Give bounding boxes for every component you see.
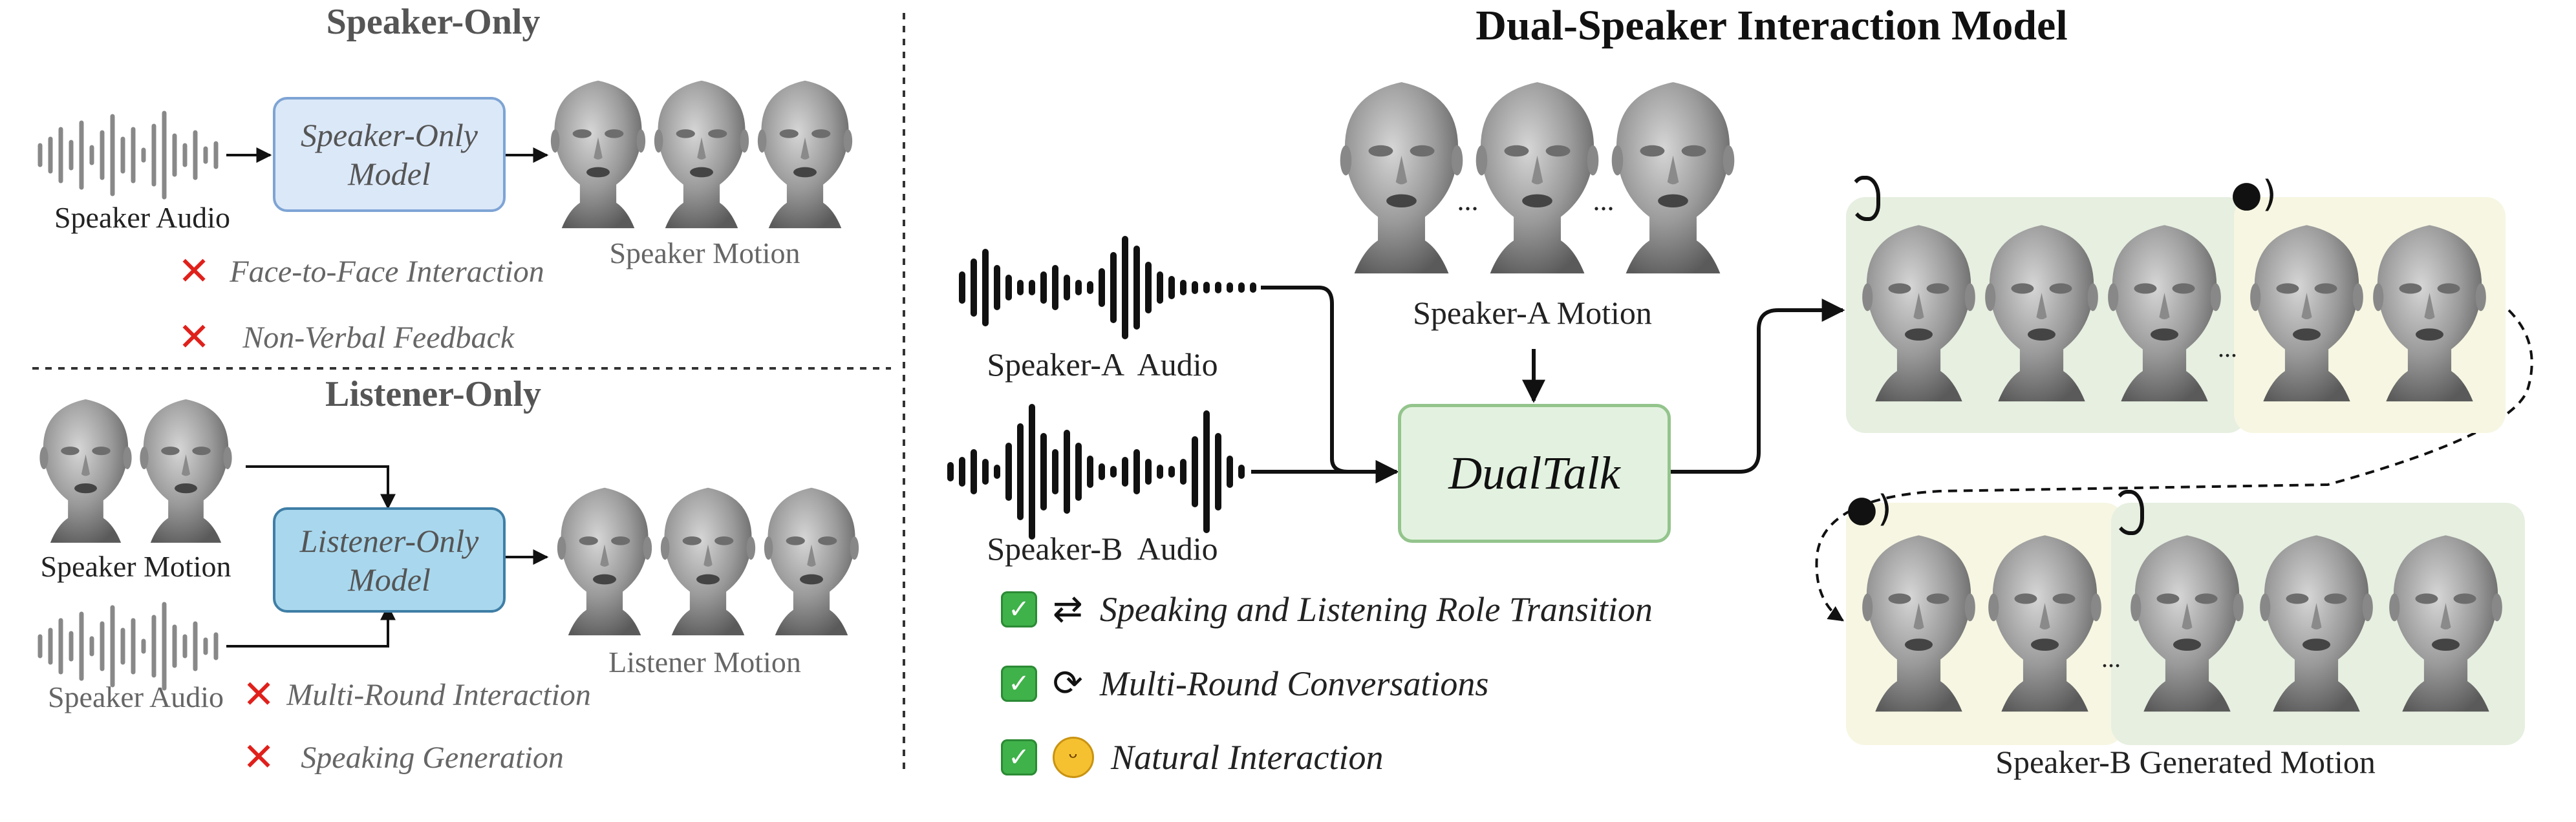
speaker-motion-heads (550, 80, 853, 229)
listener-only-model-line1: Listener-Only (299, 522, 479, 559)
speaking-head-icon: ●) (1846, 488, 1892, 530)
feature-text: Natural Interaction (1111, 738, 1384, 777)
drawback-text: Non-Verbal Feedback (242, 320, 515, 355)
feature-multi-round: ✓ ⟳ Multi-Round Conversations (1001, 662, 1488, 704)
speaker-only-title: Speaker-Only (326, 2, 541, 42)
listener-motion-label: Listener Motion (608, 646, 801, 679)
ellipsis-out-bottom: ... (2101, 644, 2121, 673)
checkmark-icon: ✓ (1001, 739, 1037, 775)
speaker-b-audio-label: Speaker-B Audio (987, 531, 1218, 567)
drawback-multi-round: ✕ Multi-Round Interaction (242, 672, 591, 717)
swap-arrows-icon: ⇄ (1053, 588, 1083, 630)
ear-icon (1849, 176, 1880, 221)
cross-icon: ✕ (242, 735, 275, 780)
speaker-a-motion-heads (1340, 82, 1735, 274)
speaker-a-waveform (959, 236, 1256, 339)
speaker-audio-label: Speaker Audio (54, 201, 231, 234)
feature-text: Speaking and Listening Role Transition (1099, 589, 1653, 629)
cross-icon: ✕ (242, 672, 275, 717)
cross-icon: ✕ (178, 315, 211, 360)
drawback-text: Face-to-Face Interaction (230, 254, 544, 289)
dual-speaker-title: Dual-Speaker Interaction Model (1476, 2, 2068, 49)
ear-icon (2113, 490, 2144, 535)
grinning-face-icon: ᵕ (1053, 737, 1094, 778)
speaker-a-motion-label: Speaker-A Motion (1413, 295, 1652, 331)
output-top-heads (1862, 225, 2486, 402)
drawback-non-verbal: ✕ Non-Verbal Feedback (178, 315, 514, 360)
listener-motion-heads (557, 487, 859, 636)
drawback-face-to-face: ✕ Face-to-Face Interaction (178, 249, 544, 294)
speaker-b-generated-motion-label: Speaker-B Generated Motion (1995, 744, 2376, 780)
listener-speaker-heads (39, 399, 232, 543)
checkmark-icon: ✓ (1001, 665, 1037, 702)
checkmark-icon: ✓ (1001, 591, 1037, 627)
speaker-audio-waveform (38, 111, 219, 200)
speaker-only-model-line2: Model (348, 156, 431, 192)
speaker-a-audio-label: Speaker-A Audio (987, 346, 1218, 383)
drawback-speaking-generation: ✕ Speaking Generation (242, 735, 564, 780)
ellipsis-out-top: ... (2218, 333, 2237, 363)
feature-role-transition: ✓ ⇄ Speaking and Listening Role Transiti… (1001, 588, 1653, 630)
listener-speaker-motion-label: Speaker Motion (40, 550, 231, 583)
speaker-b-waveform (947, 404, 1245, 540)
drawback-text: Multi-Round Interaction (286, 677, 591, 712)
speaker-only-model-line1: Speaker-Only (301, 117, 478, 153)
speaker-motion-label: Speaker Motion (609, 237, 800, 269)
listener-only-title: Listener-Only (325, 374, 541, 414)
listener-only-model-line2: Model (348, 561, 431, 598)
listener-audio-label: Speaker Audio (47, 680, 224, 713)
cycle-icon: ⟳ (1053, 662, 1083, 704)
speaking-head-icon: ●) (2231, 173, 2277, 215)
cross-icon: ✕ (178, 249, 211, 294)
drawback-text: Speaking Generation (301, 740, 564, 775)
dualtalk-model-box: DualTalk (1398, 404, 1671, 543)
output-bottom-heads (1862, 535, 2502, 712)
feature-text: Multi-Round Conversations (1099, 664, 1489, 703)
listener-audio-waveform (38, 602, 219, 691)
ellipsis-a1: ... (1457, 185, 1479, 216)
feature-natural-interaction: ✓ ᵕ Natural Interaction (1001, 737, 1383, 778)
ellipsis-a2: ... (1593, 185, 1615, 216)
